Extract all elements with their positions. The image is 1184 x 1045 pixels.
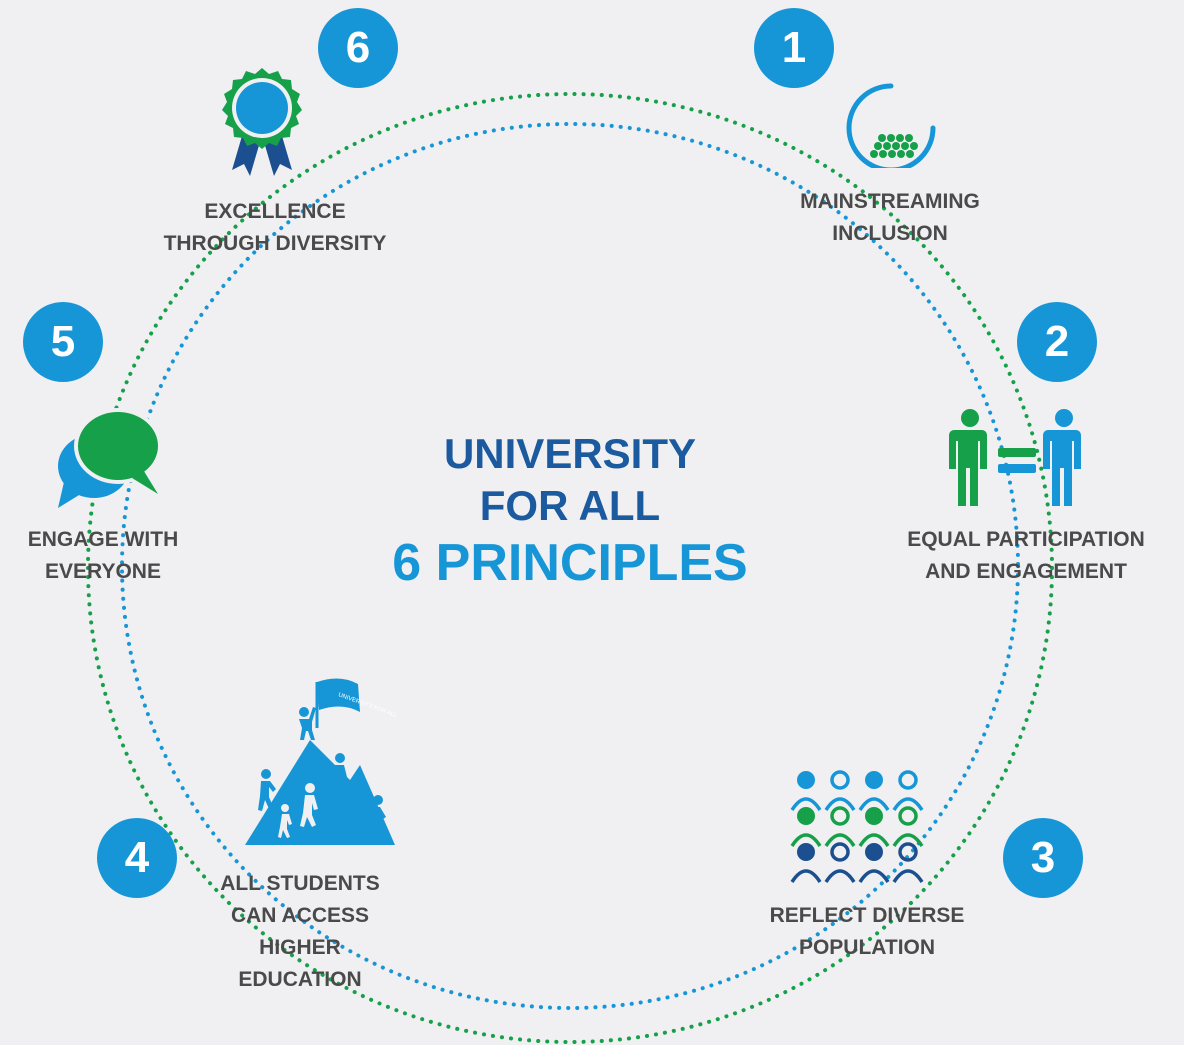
principle-3-label: REFLECT DIVERSE POPULATION [769,904,965,959]
principle-2-label: EQUAL PARTICIPATION AND ENGAGEMENT [907,528,1145,583]
title-line-3: 6 PRINCIPLES [392,534,748,592]
mountain-climbers-icon: UNIVERSITY FOR ALL [245,678,398,845]
blue-dotted-ring [120,122,1020,1010]
principle-5-number: 5 [23,302,103,382]
principle-4-label: ALL STUDENTS CAN ACCESS HIGHER EDUCATION [220,872,380,991]
principle-4-number: 4 [97,818,177,898]
principle-1-number: 1 [754,8,834,88]
principle-6-label: EXCELLENCE THROUGH DIVERSITY [163,200,387,255]
principle-5-label: ENGAGE WITH EVERYONE [27,528,179,583]
principle-1-label: MAINSTREAMING INCLUSION [800,190,980,245]
bowl-icon [846,83,936,168]
principle-6-number: 6 [318,8,398,88]
crowd-icon [790,770,924,883]
award-ribbon-icon [222,68,302,176]
equal-people-icon [949,409,1081,506]
title-line-1: UNIVERSITY [443,430,697,477]
principle-3-number: 3 [1003,818,1083,898]
green-dotted-ring [86,92,1054,1044]
principle-2-number: 2 [1017,302,1097,382]
chat-bubbles-icon [58,408,162,508]
title-line-2: FOR ALL [479,482,661,529]
center-title: UNIVERSITY FOR ALL 6 PRINCIPLES [360,428,780,594]
